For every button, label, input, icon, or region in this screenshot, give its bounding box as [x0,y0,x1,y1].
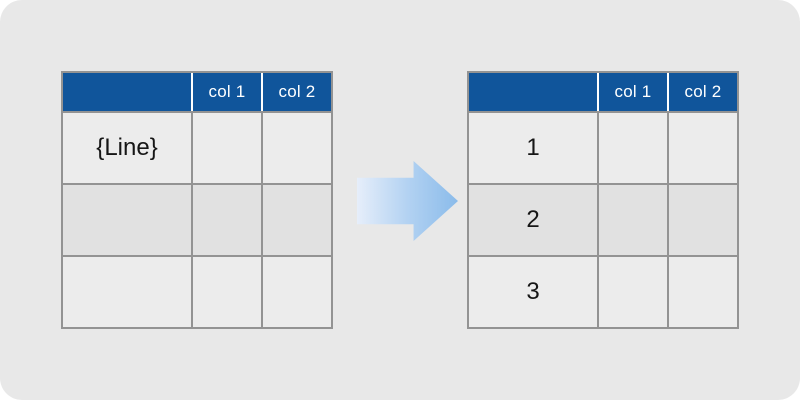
source-header-cell-col2: col 2 [261,73,331,111]
row-label-cell [63,185,191,255]
table-cell [263,113,331,183]
table-cell [599,185,667,255]
row-label-cell: {Line} [63,113,191,183]
table-row: 2 [469,185,737,255]
result-header-cell-col1: col 1 [597,73,667,111]
source-header-cell-blank [63,73,191,111]
table-cell [193,185,261,255]
row-label-cell [63,257,191,327]
table-row: 3 [469,257,737,327]
table-cell [599,113,667,183]
table-cell [669,185,737,255]
arrow-right-icon [357,161,458,241]
result-table: col 1 col 2 1 2 3 [467,71,739,329]
table-row: {Line} [63,113,331,183]
source-table: col 1 col 2 {Line} [61,71,333,329]
source-table-header-row: col 1 col 2 [63,73,331,111]
result-header-cell-blank [469,73,597,111]
table-cell [193,113,261,183]
table-cell [669,257,737,327]
result-table-header-row: col 1 col 2 [469,73,737,111]
table-cell [599,257,667,327]
table-cell [263,257,331,327]
table-row [63,185,331,255]
table-cell [669,113,737,183]
table-cell [263,185,331,255]
table-row: 1 [469,113,737,183]
source-header-cell-col1: col 1 [191,73,261,111]
row-label-cell: 1 [469,113,597,183]
row-label-cell: 2 [469,185,597,255]
row-label-cell: 3 [469,257,597,327]
table-cell [193,257,261,327]
result-header-cell-col2: col 2 [667,73,737,111]
table-row [63,257,331,327]
